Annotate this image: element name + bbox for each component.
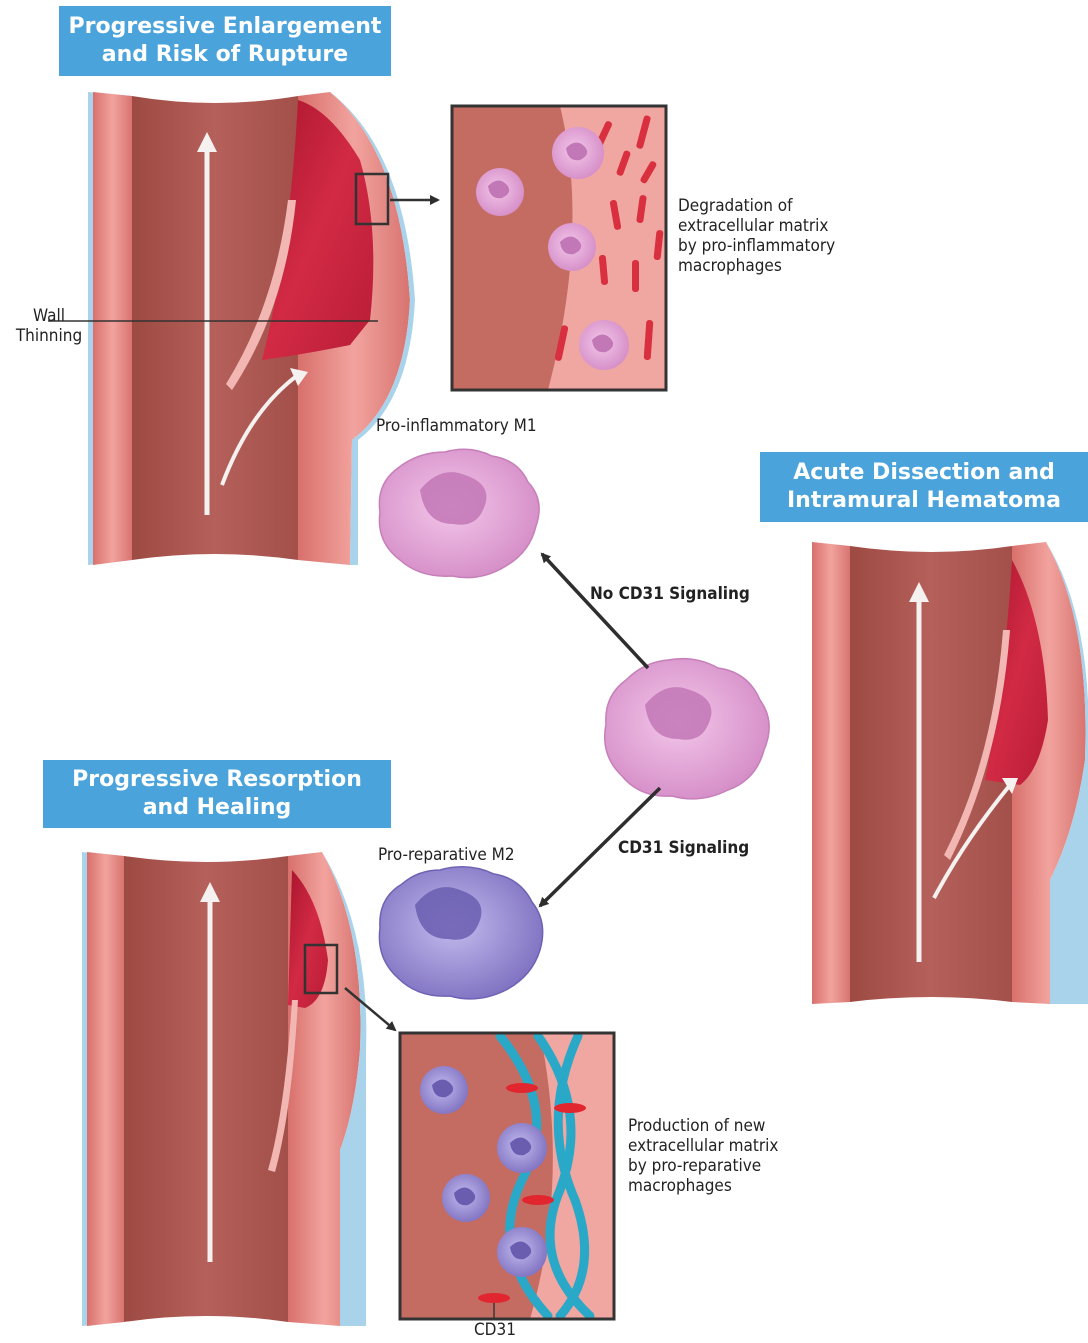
dissection-title: Acute Dissection and Intramural Hematoma — [760, 452, 1088, 522]
title-line: and Risk of Rupture — [102, 41, 348, 69]
enlargement-title: Progressive Enlargement and Risk of Rupt… — [59, 6, 391, 76]
title-line: Acute Dissection and — [793, 459, 1055, 487]
caption-line: extracellular matrix — [678, 216, 888, 236]
m1-label: Pro-inflammatory M1 — [376, 416, 537, 436]
title-line: and Healing — [143, 794, 292, 822]
resorption-title: Progressive Resorption and Healing — [43, 760, 391, 828]
caption-line: macrophages — [678, 256, 888, 276]
degradation-inset — [452, 106, 666, 390]
degradation-caption: Degradation of extracellular matrix by p… — [678, 196, 888, 276]
title-line: Progressive Resorption — [72, 766, 362, 794]
cd31-marker-label: CD31 — [474, 1320, 516, 1340]
caption-line: by pro-reparative — [628, 1156, 838, 1176]
caption-line: Production of new — [628, 1116, 838, 1136]
title-line: Intramural Hematoma — [787, 487, 1061, 515]
resorption-vessel — [82, 852, 395, 1326]
dissection-vessel — [812, 542, 1088, 1004]
no-cd31-arrow — [542, 554, 648, 668]
caption-line: extracellular matrix — [628, 1136, 838, 1156]
enlargement-vessel — [48, 92, 438, 565]
production-caption: Production of new extracellular matrix b… — [628, 1116, 838, 1196]
title-line: Progressive Enlargement — [69, 13, 382, 41]
label-line: Wall — [10, 306, 88, 326]
caption-line: macrophages — [628, 1176, 838, 1196]
center-macrophage — [605, 659, 769, 799]
no-cd31-label: No CD31 Signaling — [590, 584, 750, 604]
cd31-label: CD31 Signaling — [618, 838, 749, 858]
wall-thinning-label: Wall Thinning — [10, 306, 88, 346]
production-inset — [400, 1033, 614, 1319]
m1-macrophage — [379, 449, 539, 577]
label-line: Thinning — [10, 326, 88, 346]
m2-macrophage — [379, 867, 542, 999]
caption-line: Degradation of — [678, 196, 888, 216]
m2-label: Pro-reparative M2 — [378, 845, 515, 865]
caption-line: by pro-inflammatory — [678, 236, 888, 256]
